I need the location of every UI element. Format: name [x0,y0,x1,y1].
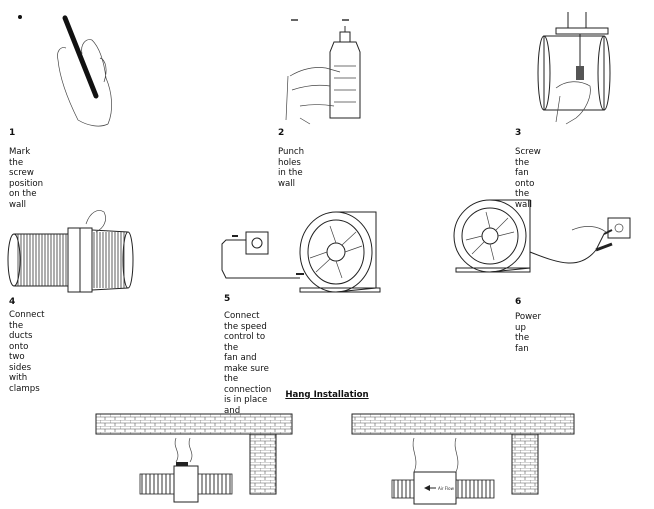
step-number: 3 [515,128,522,138]
step-number: 5 [224,294,231,304]
step-caption: Mark the screw position on the wall [9,147,44,210]
step-caption: Punch holes in the wall [278,147,305,189]
step-caption: Connect the ducts onto two sides with cl… [9,310,45,394]
step-number: 1 [9,128,16,138]
airflow-label: Air Flow [438,486,455,491]
step-number: 4 [9,297,16,307]
step-caption: Screw the fan onto the wall [515,147,541,210]
hang-installation-title: Hang Installation [285,390,369,400]
step-number: 2 [278,128,285,138]
step-number: 6 [515,297,522,307]
step-caption: Power up the fan [515,312,541,354]
